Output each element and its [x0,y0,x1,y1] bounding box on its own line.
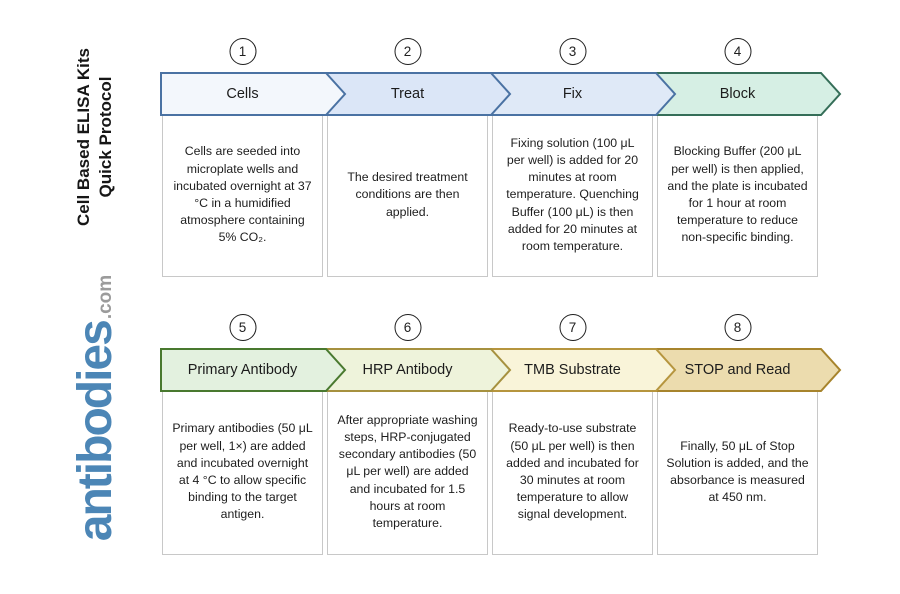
step-number-badge: 7 [559,314,586,341]
step-fix: 3 Fix Fixing solution (100 μL per well) … [490,38,677,278]
step-arrow: HRP Antibody [325,348,512,392]
step-number: 3 [568,44,577,59]
step-treat: 2 Treat The desired treatment conditions… [325,38,512,278]
protocol-row-1: 1 Cells Cells are seeded into microplate… [160,38,860,278]
step-label: Treat [390,86,425,102]
step-arrow: TMB Substrate [490,348,677,392]
step-block: 4 Block Blocking Buffer (200 μL per well… [655,38,842,278]
logo-domain-suffix: .com [95,274,116,320]
step-number: 5 [238,320,247,335]
step-number: 2 [403,44,412,59]
step-arrow: Cells [160,72,347,116]
protocol-row-2: 5 Primary Antibody Primary antibodies (5… [160,314,860,556]
step-cells: 1 Cells Cells are seeded into microplate… [160,38,347,278]
step-description: Cells are seeded into microplate wells a… [162,113,323,277]
step-arrow: Fix [490,72,677,116]
step-description: The desired treatment conditions are the… [327,113,488,277]
step-primary-antibody: 5 Primary Antibody Primary antibodies (5… [160,314,347,556]
step-number: 4 [733,44,742,59]
step-description: Blocking Buffer (200 μL per well) is the… [657,113,818,277]
page-title: Cell Based ELISA Kits Quick Protocol [73,32,119,242]
step-number-badge: 1 [229,38,256,65]
step-number-badge: 5 [229,314,256,341]
step-number: 8 [733,320,742,335]
step-number: 7 [568,320,577,335]
step-arrow: Block [655,72,842,116]
step-number-badge: 4 [724,38,751,65]
step-tmb-substrate: 7 TMB Substrate Ready-to-use substrate (… [490,314,677,556]
step-number-badge: 8 [724,314,751,341]
step-number-badge: 6 [394,314,421,341]
step-description: Primary antibodies (50 μL per well, 1×) … [162,389,323,555]
step-description: After appropriate washing steps, HRP-con… [327,389,488,555]
step-description: Ready-to-use substrate (50 μL per well) … [492,389,653,555]
step-number-badge: 3 [559,38,586,65]
step-label: Primary Antibody [187,362,298,378]
step-label: Cells [226,86,259,102]
step-arrow: STOP and Read [655,348,842,392]
step-arrow: Treat [325,72,512,116]
step-description: Fixing solution (100 μL per well) is add… [492,113,653,277]
step-number: 6 [403,320,412,335]
step-label: Block [719,86,756,102]
page-title-line1: Cell Based ELISA Kits [74,48,93,226]
step-number-badge: 2 [394,38,421,65]
arrow-shape [160,72,347,116]
antibodies-logo: antibodies.com [68,248,132,568]
step-number: 1 [238,44,247,59]
arrow-shape [160,348,347,392]
step-label: TMB Substrate [524,362,621,378]
step-stop-and-read: 8 STOP and Read Finally, 50 μL of Stop S… [655,314,842,556]
step-label: Fix [562,86,583,102]
page-title-line2: Quick Protocol [96,76,115,198]
step-description: Finally, 50 μL of Stop Solution is added… [657,389,818,555]
step-hrp-antibody: 6 HRP Antibody After appropriate washing… [325,314,512,556]
logo-wordmark: antibodies [69,321,122,542]
step-label: STOP and Read [684,362,791,378]
step-arrow: Primary Antibody [160,348,347,392]
step-label: HRP Antibody [362,362,453,378]
